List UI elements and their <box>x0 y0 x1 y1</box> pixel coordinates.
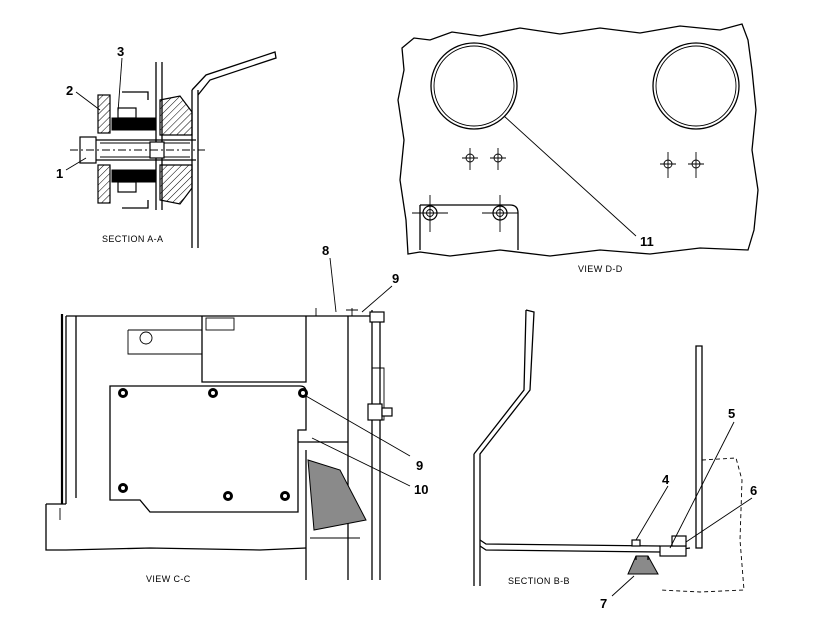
section-a-a: 2 3 1 SECTION A-A <box>56 44 277 248</box>
callout-9-side: 9 <box>416 458 423 473</box>
callout-2: 2 <box>66 83 73 98</box>
view-c-c-caption: VIEW C-C <box>146 574 191 584</box>
callout-8: 8 <box>322 243 329 258</box>
callout-10: 10 <box>414 482 428 497</box>
callout-6: 6 <box>750 483 757 498</box>
callout-3: 3 <box>117 44 124 59</box>
view-d-d-caption: VIEW D-D <box>578 264 623 274</box>
view-d-d: 11 VIEW D-D <box>397 23 759 274</box>
section-b-b: 4 5 6 7 SECTION B-B <box>473 309 757 611</box>
view-c-c: 8 9 9 10 VIEW C-C <box>45 243 428 584</box>
section-a-a-caption: SECTION A-A <box>102 234 163 244</box>
callout-7: 7 <box>600 596 607 611</box>
section-b-b-caption: SECTION B-B <box>508 576 570 586</box>
callout-5: 5 <box>728 406 735 421</box>
callout-11: 11 <box>640 234 654 249</box>
callout-1: 1 <box>56 166 63 181</box>
callout-9-top: 9 <box>392 271 399 286</box>
callout-4: 4 <box>662 472 670 487</box>
